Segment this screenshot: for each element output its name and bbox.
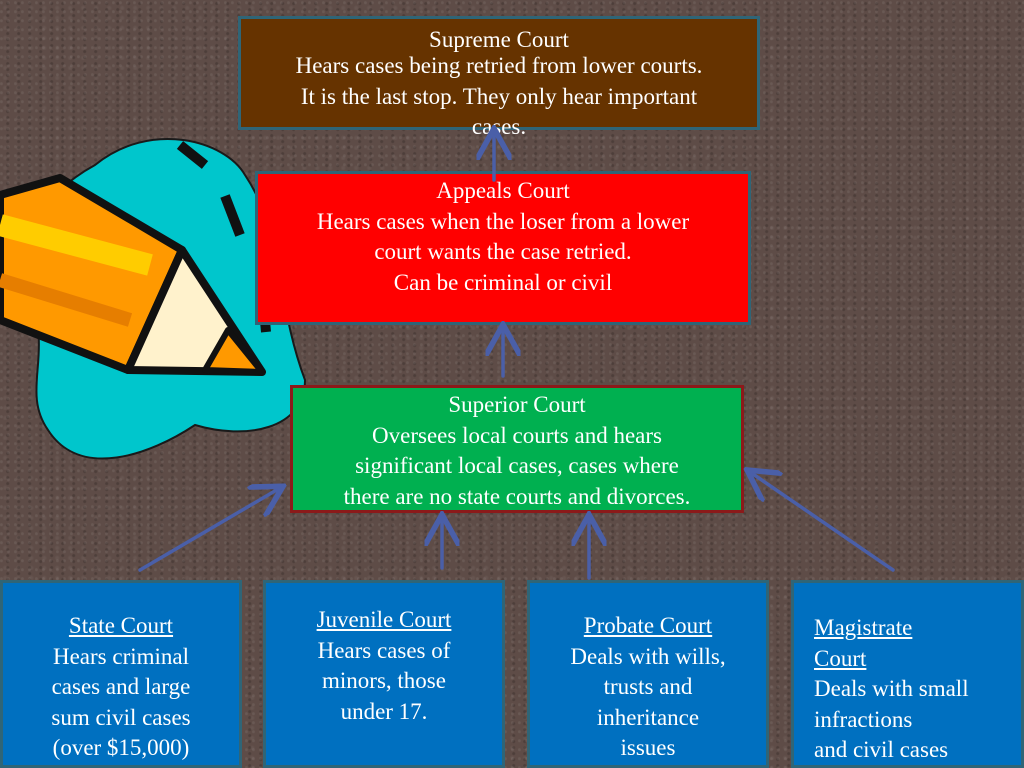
magistrate-court-title-2: Court (814, 645, 867, 671)
state-court-line-3: sum civil cases (51, 704, 191, 730)
state-court-line-4: (over $15,000) (52, 735, 190, 760)
probate-court-line-2: trusts and (603, 674, 693, 699)
superior-court-line-3: there are no state courts and divorces. (343, 483, 691, 509)
appeals-court-line-2: court wants the case retried. (374, 239, 632, 264)
probate-court-line-1: Deals with wills, (570, 643, 726, 669)
magistrate-court-title-1: Magistrate (814, 615, 913, 640)
state-court-box: State Court Hears criminal cases and lar… (0, 580, 242, 768)
magistrate-court-line-3: and civil cases (814, 737, 949, 762)
appeals-court-title: Appeals Court (436, 178, 570, 203)
appeals-court-line-3: Can be criminal or civil (393, 269, 613, 295)
arrow-magistrate-to-superior (750, 472, 895, 572)
supreme-court-line-1: Hears cases being retried from lower cou… (295, 53, 703, 78)
juvenile-court-line-3: under 17. (340, 698, 428, 724)
arrow-state-to-superior (138, 488, 280, 572)
supreme-court-line-2: It is the last stop. They only hear impo… (300, 83, 698, 109)
superior-court-box: Superior Court Oversees local courts and… (290, 385, 744, 513)
superior-court-title: Superior Court (448, 392, 586, 417)
probate-court-box: Probate Court Deals with wills, trusts a… (527, 580, 769, 768)
state-court-line-1: Hears criminal (52, 643, 190, 669)
juvenile-court-box: Juvenile Court Hears cases of minors, th… (263, 580, 505, 768)
state-court-line-2: cases and large (51, 674, 191, 699)
appeals-court-box: Appeals Court Hears cases when the loser… (255, 171, 751, 325)
juvenile-court-title: Juvenile Court (316, 607, 452, 632)
magistrate-court-line-2: infractions (814, 706, 913, 732)
magistrate-court-box: Magistrate Court Deals with small infrac… (791, 580, 1024, 768)
probate-court-line-4: issues (620, 735, 676, 760)
appeals-court-line-1: Hears cases when the loser from a lower (316, 208, 690, 234)
magistrate-court-line-1: Deals with small (814, 676, 969, 701)
probate-court-line-3: inheritance (596, 704, 700, 730)
probate-court-title: Probate Court (583, 613, 713, 638)
supreme-court-title: Supreme Court (429, 27, 569, 52)
supreme-court-box: Supreme Court Hears cases being retried … (238, 16, 760, 139)
state-court-title: State Court (68, 613, 174, 638)
superior-court-line-2: significant local cases, cases where (355, 453, 679, 478)
juvenile-court-line-1: Hears cases of (317, 637, 451, 663)
juvenile-court-line-2: minors, those (322, 668, 446, 693)
superior-court-line-1: Oversees local courts and hears (372, 422, 662, 448)
